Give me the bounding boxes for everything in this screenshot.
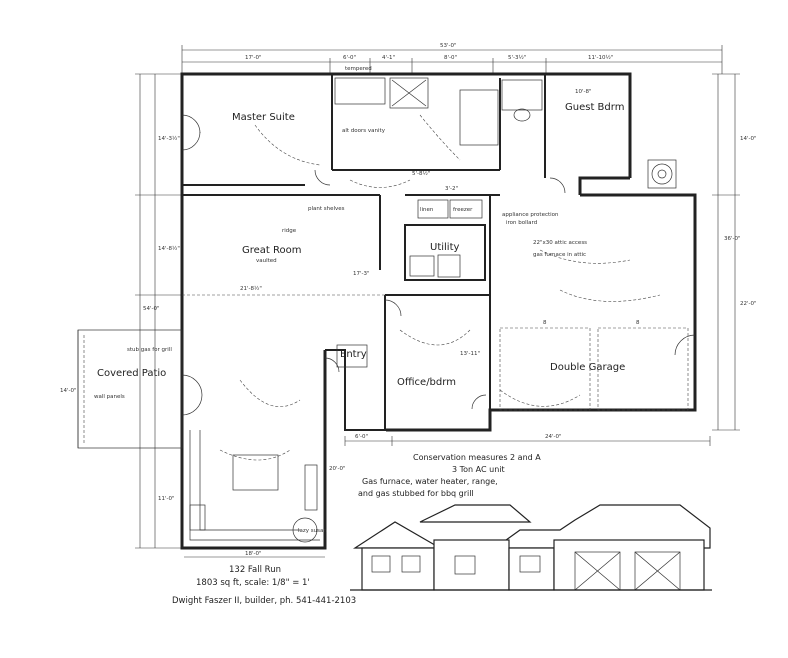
dim-top-4: 8'-0" [444,55,457,61]
dim-top-5: 5'-3½" [508,54,526,61]
covered-patio [77,329,183,449]
label-freezer: freezer [453,207,473,213]
label-linen: linen [420,207,434,213]
caption-builder: Dwight Faszer II, builder, ph. 541-441-2… [172,596,356,606]
dim-left-1: 14'-3½" [158,135,180,142]
dim-top-2: 6'-0" [343,55,356,61]
label-wall-panels: wall panels [94,394,125,400]
label-ridge: ridge [282,228,297,234]
ac-unit [647,159,677,189]
dim-guest-width: 10'-8" [575,89,592,95]
label-tempered: tempered [345,66,372,72]
garage-door-outlines [499,327,689,411]
label-alt-doors: alt doors vanity [342,128,386,134]
room-label-entry: Entry [340,349,367,360]
dim-great-height: 17'-3" [353,271,370,277]
dim-overall-width: 53'-0" [440,43,457,49]
room-label-utility: Utility [430,242,459,253]
label-garage-door-2: 8 [636,320,640,326]
dim-top-3: 4'-1" [382,55,395,61]
dim-right-3: 22'-0" [740,301,757,307]
room-label-guest: Guest Bdrm [565,102,624,113]
dim-closet: 5'-8½" [412,170,430,177]
dim-garage-bottom-2: 24'-0" [545,434,562,440]
dim-left-2: 14'-8½" [158,245,180,252]
label-attic-access: 22"x30 attic access [533,240,587,246]
dim-left-3: 54'-0" [143,306,160,312]
room-label-patio: Covered Patio [97,368,166,379]
room-label-master: Master Suite [232,112,295,123]
kitchen [189,430,320,543]
dim-kitchen-bottom: 18'-0" [245,551,262,557]
dim-right-1: 14'-0" [740,136,757,142]
caption-address: 132 Fall Run [229,565,281,575]
room-label-great-sub: vaulted [256,258,277,264]
dim-right-2: 36'-0" [724,236,741,242]
note-line-1: Conservation measures 2 and A [413,453,541,462]
dim-great-width: 21'-8½" [240,285,262,292]
dim-top-6: 11'-10½" [588,54,613,61]
label-iron-bollard: iron bollard [506,220,537,226]
note-line-2: 3 Ton AC unit [452,465,505,474]
door-swings [181,114,696,416]
dim-left-4: 11'-0" [158,496,175,502]
label-gas-furnace-attic: gas furnace in attic [533,252,586,258]
dim-patio-side: 14'-0" [60,388,77,394]
dim-utility: 3'-2" [445,186,458,192]
dim-entry-side: 20'-0" [329,466,346,472]
note-line-3: Gas furnace, water heater, range, [362,477,498,486]
room-label-great: Great Room [242,245,302,256]
house-elevation [350,504,712,591]
interior-walls [182,74,546,430]
label-appliance-protection: appliance protection [502,212,559,218]
note-line-4: and gas stubbed for bbq grill [358,489,474,498]
room-label-office: Office/bdrm [397,377,456,388]
label-garage-door-1: 8 [543,320,547,326]
caption-size-scale: 1803 sq ft, scale: 1/8" = 1' [196,578,310,588]
dim-top-1: 17'-0" [245,55,262,61]
dimension-lines [135,45,740,558]
label-stub-gas: stub gas for grill [127,347,172,353]
construction-notes: Conservation measures 2 and A 3 Ton AC u… [358,453,541,498]
plan-caption: 132 Fall Run 1803 sq ft, scale: 1/8" = 1… [172,565,356,606]
label-lazy-susan: lazy susan [298,528,327,534]
electrical-wiring [219,114,661,461]
label-plant-shelves: plant shelves [308,206,345,212]
dim-garage-bottom-1: 6'-0" [355,434,368,440]
room-label-garage: Double Garage [550,362,625,373]
dim-office-height: 13'-11" [460,351,480,357]
